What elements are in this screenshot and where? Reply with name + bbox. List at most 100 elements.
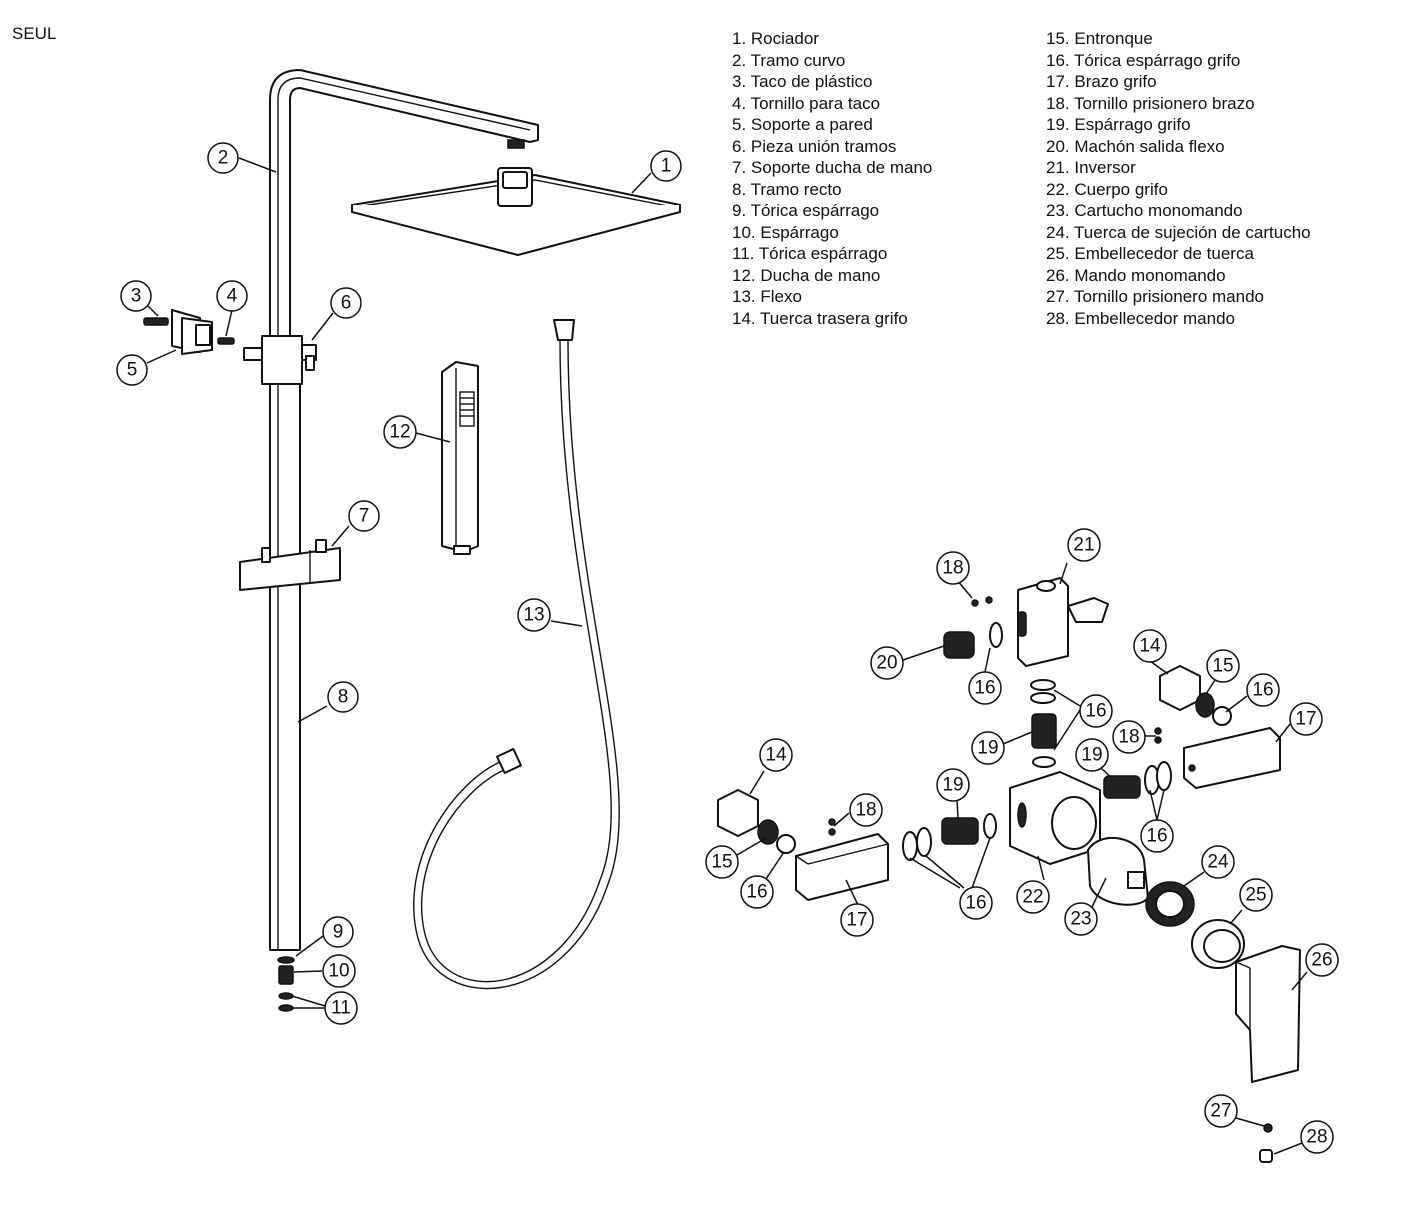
- callout-17: 17: [840, 903, 874, 937]
- callout-19: 19: [1075, 738, 1109, 772]
- callout-label: 16: [965, 893, 986, 914]
- callout-7: 7: [348, 500, 380, 532]
- callout-label: 19: [1081, 745, 1102, 766]
- parts-list-item: 10. Espárrago: [732, 222, 839, 242]
- callout-label: 14: [765, 745, 787, 766]
- callout-8: 8: [327, 681, 359, 713]
- callout-16: 16: [1079, 694, 1113, 728]
- parts-list-item: 28. Embellecedor mando: [1046, 308, 1236, 328]
- callout-2: 2: [207, 142, 239, 174]
- callout-16: 16: [1140, 819, 1174, 853]
- callout-label: 6: [341, 293, 352, 314]
- parts-list-item: 5. Soporte a pared: [732, 115, 873, 134]
- callout-18: 18: [849, 793, 883, 827]
- parts-list-item: 7. Soporte ducha de mano: [732, 158, 933, 177]
- callout-23: 23: [1064, 902, 1098, 936]
- callout-label: 15: [1212, 656, 1233, 677]
- callout-4: 4: [216, 280, 248, 312]
- callout-label: 25: [1245, 885, 1266, 906]
- parts-list-item: 6. Pieza unión tramos: [732, 136, 897, 156]
- callout-label: 16: [746, 882, 767, 903]
- product-name: SEUL: [12, 24, 57, 43]
- callout-13: 13: [517, 598, 551, 632]
- parts-list-item: 4. Tornillo para taco: [732, 93, 881, 113]
- callout-21: 21: [1067, 528, 1101, 562]
- callout-label: 14: [1139, 636, 1161, 657]
- callout-label: 7: [359, 506, 370, 527]
- parts-list-item: 1. Rociador: [732, 29, 819, 48]
- callout-label: 12: [389, 422, 410, 443]
- callout-label: 24: [1207, 852, 1229, 873]
- parts-list-item: 18. Tornillo prisionero brazo: [1046, 93, 1255, 113]
- callout-label: 16: [1146, 826, 1167, 847]
- callout-19: 19: [971, 731, 1005, 765]
- callout-16: 16: [959, 886, 993, 920]
- parts-list-item: 23. Cartucho monomando: [1046, 201, 1243, 220]
- parts-list-item: 15. Entronque: [1046, 29, 1153, 48]
- callout-11: 11: [324, 991, 358, 1025]
- parts-list-item: 11. Tórica espárrago: [732, 244, 888, 263]
- callout-label: 13: [523, 605, 544, 626]
- parts-list-item: 2. Tramo curvo: [732, 50, 846, 70]
- callout-19: 19: [936, 768, 970, 802]
- callout-label: 18: [855, 800, 876, 821]
- callout-5: 5: [116, 354, 148, 386]
- callout-25: 25: [1239, 878, 1273, 912]
- parts-list-item: 13. Flexo: [732, 287, 802, 306]
- parts-list-item: 17. Brazo grifo: [1046, 72, 1157, 91]
- callout-22: 22: [1016, 880, 1050, 914]
- callout-label: 18: [1118, 727, 1139, 748]
- parts-list-item: 8. Tramo recto: [732, 179, 842, 199]
- callout-9: 9: [322, 916, 354, 948]
- callout-label: 8: [338, 687, 349, 708]
- callout-28: 28: [1300, 1120, 1334, 1154]
- callout-label: 23: [1070, 909, 1091, 930]
- callout-16: 16: [1246, 673, 1280, 707]
- callout-14: 14: [759, 738, 793, 772]
- callout-label: 1: [661, 156, 672, 177]
- callout-27: 27: [1204, 1094, 1238, 1128]
- callout-label: 10: [328, 961, 349, 982]
- parts-list-item: 9. Tórica espárrago: [732, 201, 880, 220]
- callout-label: 9: [333, 922, 344, 943]
- callout-label: 21: [1073, 535, 1094, 556]
- callout-14: 14: [1133, 629, 1167, 663]
- callout-16: 16: [968, 671, 1002, 705]
- callout-label: 26: [1311, 950, 1332, 971]
- callout-16: 16: [740, 875, 774, 909]
- parts-list-item: 3. Taco de plástico: [732, 72, 873, 91]
- parts-list-item: 12. Ducha de mano: [732, 265, 881, 285]
- callout-15: 15: [705, 845, 739, 879]
- callout-label: 17: [1295, 709, 1316, 730]
- callout-6: 6: [330, 287, 362, 319]
- callout-12: 12: [383, 415, 417, 449]
- parts-list-item: 25. Embellecedor de tuerca: [1046, 244, 1254, 263]
- callout-label: 22: [1022, 887, 1043, 908]
- callout-label: 27: [1210, 1101, 1231, 1122]
- callout-20: 20: [870, 646, 904, 680]
- parts-list-item: 19. Espárrago grifo: [1046, 115, 1191, 134]
- callout-label: 5: [127, 360, 138, 381]
- faucet-parts-drawing: [717, 577, 1301, 1163]
- callout-label: 15: [711, 852, 732, 873]
- callout-label: 16: [1085, 701, 1106, 722]
- parts-list-item: 20. Machón salida flexo: [1046, 136, 1225, 156]
- callout-label: 18: [942, 558, 963, 579]
- callout-3: 3: [120, 280, 152, 312]
- parts-list-item: 27. Tornillo prisionero mando: [1046, 287, 1264, 306]
- parts-list-item: 16. Tórica espárrago grifo: [1046, 50, 1241, 70]
- callout-label: 16: [974, 678, 995, 699]
- parts-list-item: 22. Cuerpo grifo: [1046, 179, 1168, 199]
- callout-label: 17: [846, 910, 867, 931]
- hose-drawing: [413, 319, 620, 990]
- callout-26: 26: [1305, 943, 1339, 977]
- parts-list-item: 26. Mando monomando: [1046, 265, 1226, 285]
- parts-list-item: 21. Inversor: [1046, 158, 1136, 177]
- leader-lines: [144, 157, 1308, 1155]
- callout-18: 18: [1112, 720, 1146, 754]
- callout-label: 2: [218, 148, 229, 169]
- callout-label: 4: [227, 286, 238, 307]
- callout-15: 15: [1206, 649, 1240, 683]
- callout-18: 18: [936, 551, 970, 585]
